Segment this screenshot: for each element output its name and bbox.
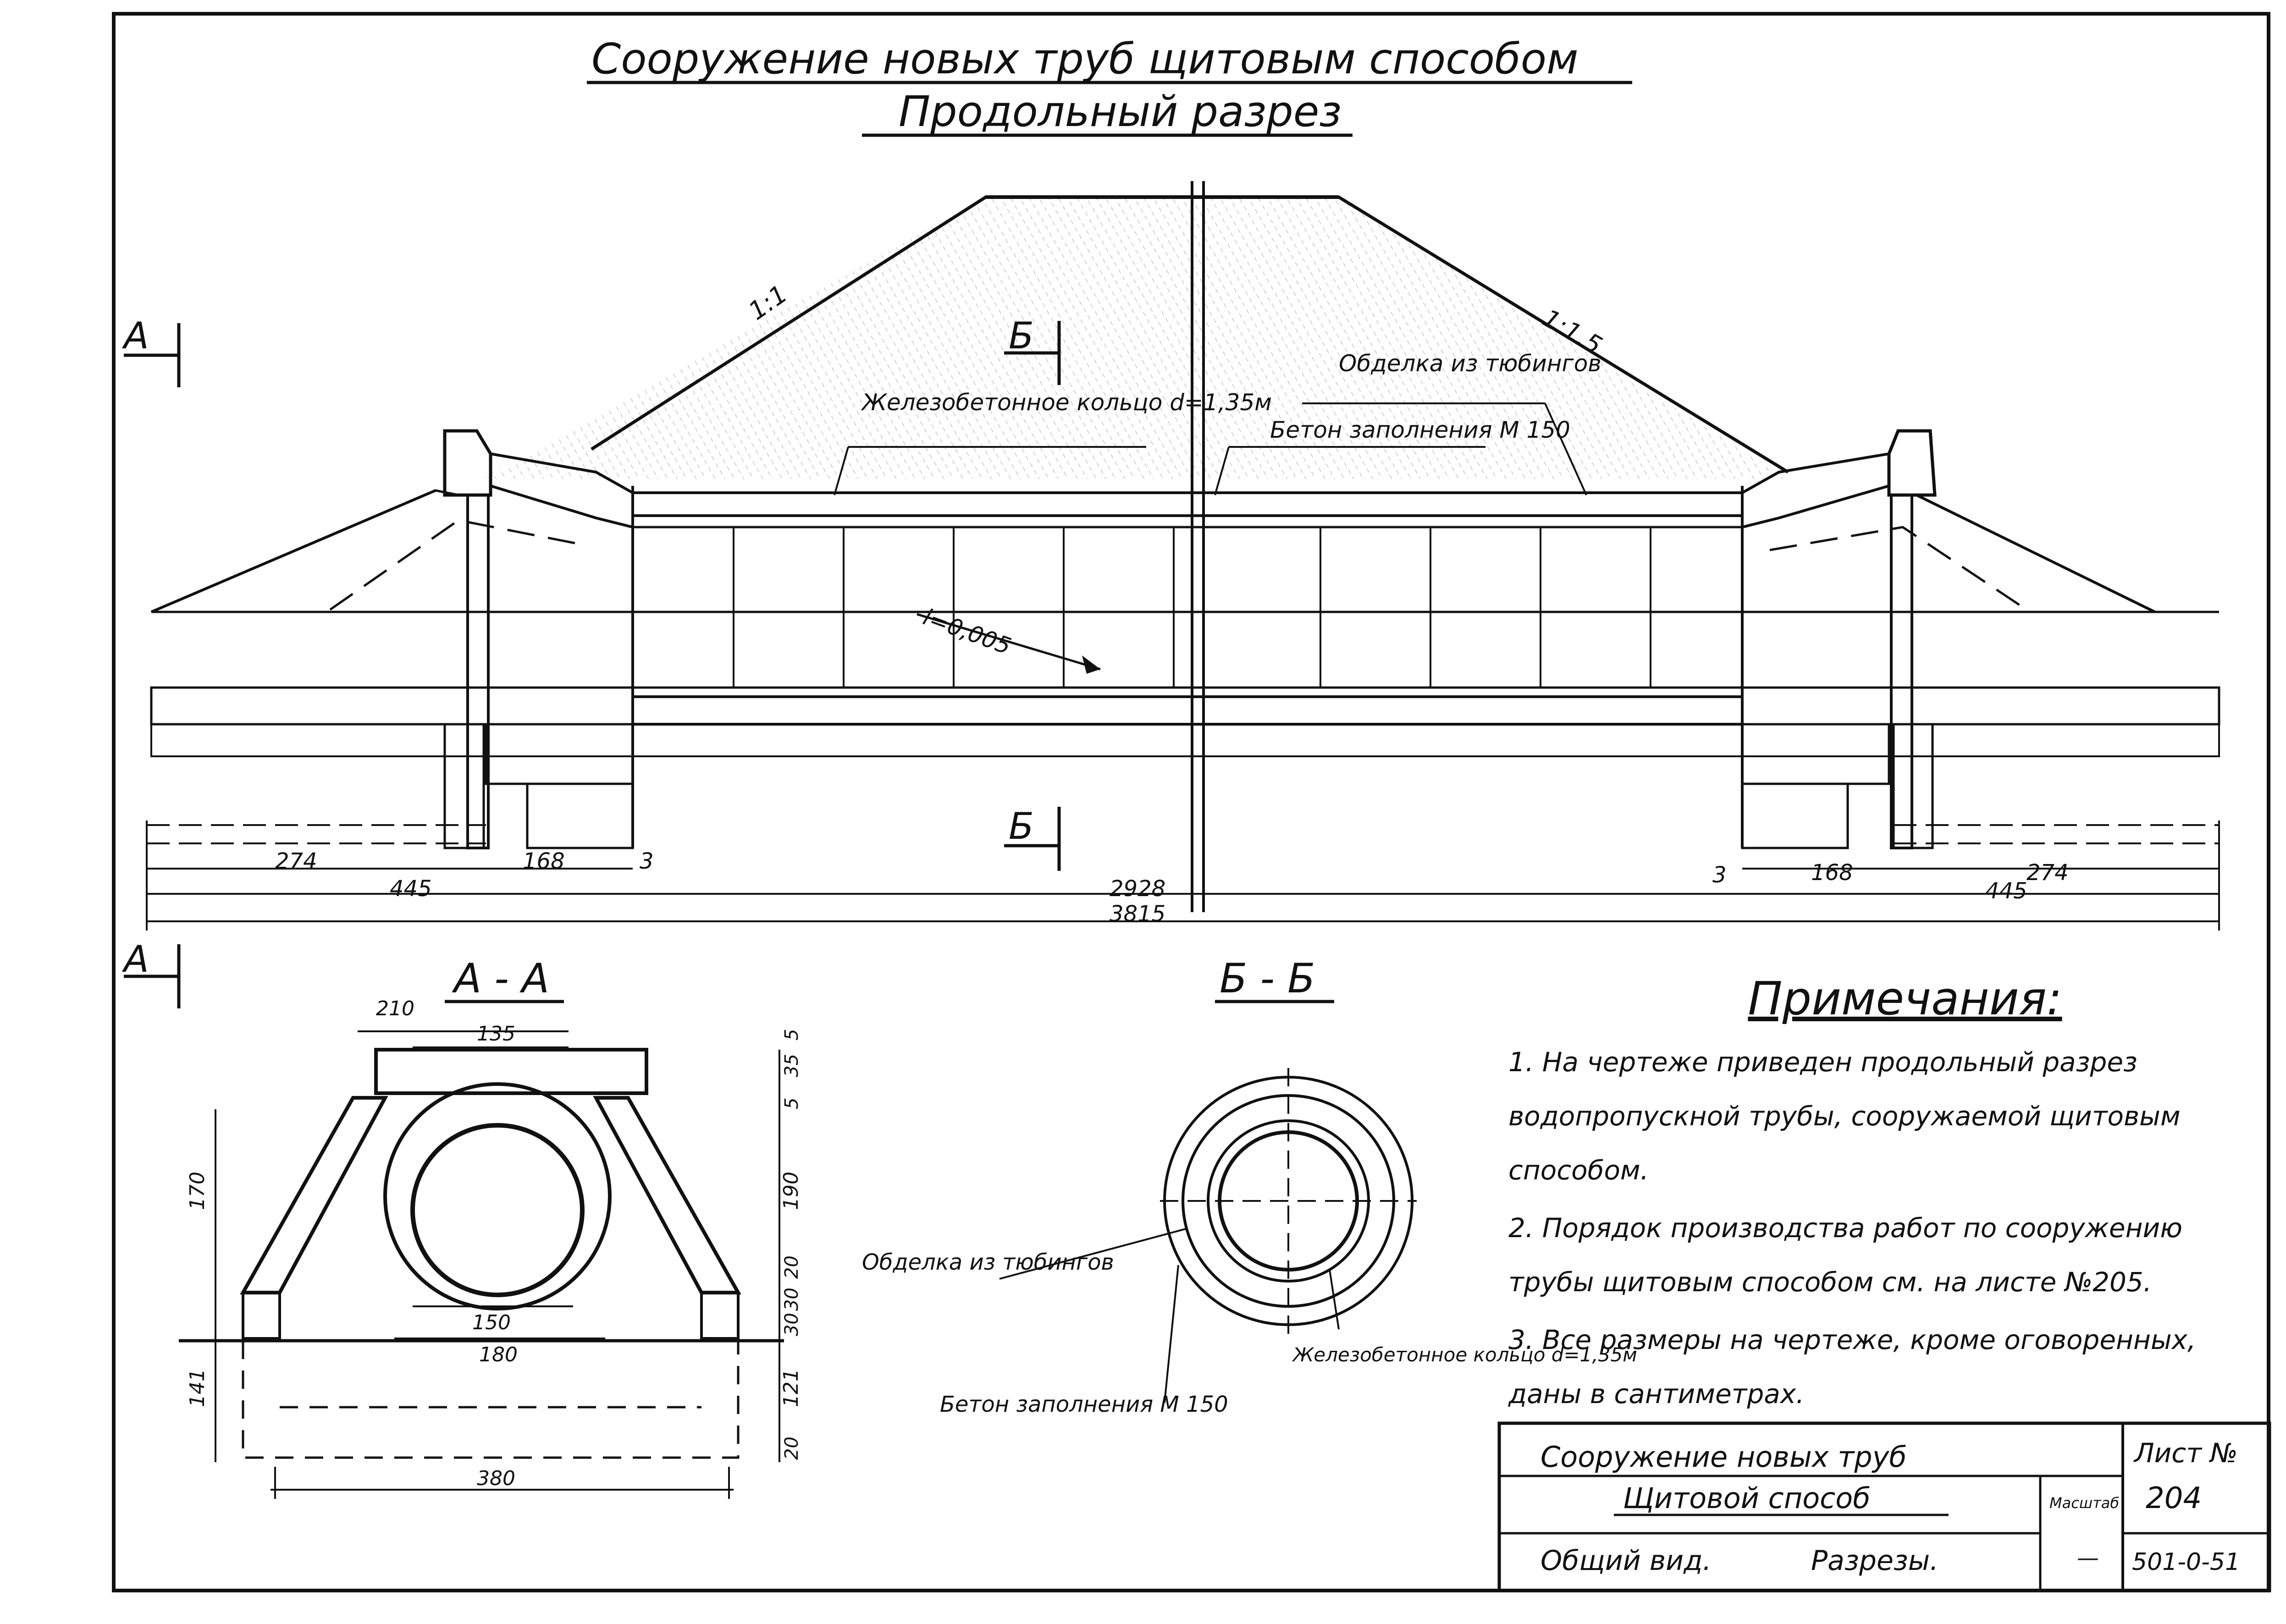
aa-dim-210: 210 [376, 997, 414, 1020]
aa-dim-150: 150 [472, 1311, 511, 1334]
main-dimensions: 274 168 3 445 2928 3815 3 168 274 445 [146, 820, 2220, 930]
aa-headwall-cap [374, 1048, 648, 1095]
tb-row1: Сооружение новых труб [1541, 1440, 1907, 1474]
lining-joints [733, 527, 1651, 688]
title-block: Сооружение новых труб Щитовой способ Общ… [1497, 1421, 2271, 1592]
mark-a-bottom: А [121, 938, 149, 980]
dim-right-445: 445 [1985, 878, 2027, 904]
dim-left-168: 168 [523, 848, 565, 874]
tb-drawing-code: 501-0-51 [2132, 1548, 2240, 1576]
tb-row3-left: Общий вид. [1541, 1545, 1712, 1577]
aa-dim-30b: 30 [781, 1313, 802, 1336]
title-line-1: Сооружение новых труб щитовым способом [591, 34, 1578, 83]
aa-pipe-inner [410, 1123, 585, 1297]
dim-right-3: 3 [1712, 862, 1727, 888]
note-2: 2. Порядок производства работ по сооруже… [1508, 1212, 2183, 1298]
bb-label-lining: Обделка из тюбингов [862, 1250, 1114, 1275]
dim-3815: 3815 [1110, 901, 1165, 927]
title-line-2: Продольный разрез [899, 87, 1342, 136]
tb-sheet-number: 204 [2146, 1481, 2202, 1515]
dim-left-445: 445 [390, 876, 432, 902]
aa-right-wing [593, 1096, 741, 1294]
bb-label-ring: Железобетонное кольцо d=1,35м [1292, 1343, 1637, 1366]
left-apron [489, 452, 634, 529]
aa-dim-30a: 30 [781, 1288, 802, 1311]
aa-dim-170: 170 [186, 1172, 209, 1210]
left-headwall-cap [443, 429, 492, 497]
aa-pipe-outer [383, 1082, 612, 1310]
dim-2928: 2928 [1110, 876, 1165, 902]
tb-scale-label: Масштаб [2049, 1494, 2119, 1512]
mark-b-top: Б [1009, 314, 1034, 357]
right-headwall-cap [1887, 429, 1937, 497]
aa-dim-5a: 5 [781, 1029, 802, 1040]
aa-dim-141: 141 [186, 1369, 209, 1407]
notes-block: Примечания: 1. На чертеже приведен продо… [1508, 972, 2237, 1425]
section-b-b: Б - Б Обделка из тюбингов Бетон заполнен… [862, 955, 1637, 1417]
aa-dim-35: 35 [781, 1054, 802, 1077]
section-aa-title: А - А [452, 955, 549, 1002]
notes-heading: Примечания: [1748, 972, 2062, 1025]
tb-sheet-label: Лист № [2133, 1437, 2238, 1469]
section-bb-title: Б - Б [1220, 955, 1315, 1002]
aa-dim-121: 121 [779, 1369, 803, 1407]
tb-row3-right: Разрезы. [1811, 1545, 1938, 1577]
mark-b-bottom: Б [1009, 805, 1034, 848]
label-ring-1: Железобетонное кольцо d=1,35м [861, 389, 1272, 416]
dim-right-168: 168 [1811, 860, 1853, 886]
longitudinal-section: 1:1 1:1.5 [121, 181, 2220, 1008]
aa-left-wing [240, 1096, 388, 1294]
pipe-top-wall [631, 491, 1744, 517]
label-concrete-1: Бетон заполнения М 150 [1270, 417, 1570, 443]
drawing-title: Сооружение новых труб щитовым способом П… [587, 34, 1632, 137]
pipe-bottom-wall [631, 695, 1744, 726]
mark-a-top: А [121, 314, 149, 357]
tb-scale-value: — [2077, 1545, 2099, 1571]
road-layer-2 [150, 723, 2220, 757]
aa-dim-20: 20 [781, 1255, 802, 1279]
aa-dim-190: 190 [779, 1172, 803, 1210]
aa-dim-5b: 5 [781, 1098, 802, 1109]
dim-right-274: 274 [2026, 860, 2069, 886]
aa-dim-380: 380 [477, 1467, 515, 1490]
dim-left-3: 3 [640, 848, 654, 874]
left-headwall [466, 494, 490, 849]
aa-dim-135: 135 [477, 1022, 515, 1046]
right-apron [1741, 452, 1890, 529]
section-a-a: А - А 210 135 170 5 35 5 190 20 30 150 1… [179, 955, 803, 1499]
embankment-fill [481, 197, 1788, 479]
road-layer-1 [150, 686, 2220, 726]
note-3: 3. Все размеры на чертеже, кроме оговоре… [1508, 1324, 2196, 1409]
dim-left-274: 274 [275, 848, 317, 874]
aa-dim-20b: 20 [781, 1437, 802, 1460]
bb-label-concrete: Бетон заполнения М 150 [940, 1392, 1228, 1417]
label-lining-1: Обделка из тюбингов [1339, 350, 1601, 377]
note-1: 1. На чертеже приведен продольный разрез… [1508, 1046, 2181, 1186]
aa-dim-180: 180 [479, 1343, 518, 1366]
sheet-frame [112, 12, 2270, 1592]
tb-row2: Щитовой способ [1623, 1481, 1870, 1515]
